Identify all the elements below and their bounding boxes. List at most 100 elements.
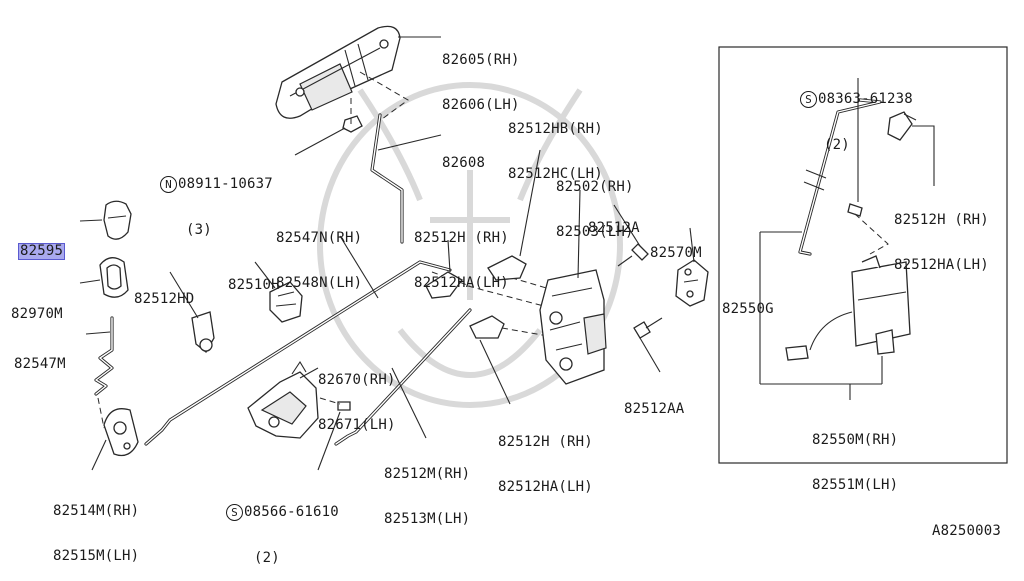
leader-82512H-mid bbox=[447, 239, 451, 273]
label-82670: 82670(RH) 82671(LH) bbox=[318, 343, 396, 448]
outside-handle bbox=[275, 25, 401, 119]
label-82514M-rh: 82514M(RH) bbox=[53, 503, 140, 519]
label-82670-rh: 82670(RH) bbox=[318, 372, 396, 388]
leader-82547M bbox=[85, 331, 111, 335]
label-08911-number: 08911-10637 bbox=[178, 176, 273, 192]
diagram-drawing bbox=[79, 25, 1008, 471]
rod-82547M bbox=[94, 316, 114, 396]
label-08911-qty: (3) bbox=[186, 222, 212, 238]
part-82670 bbox=[247, 360, 319, 439]
screw-82512A bbox=[617, 243, 649, 267]
label-82671-lh: 82671(LH) bbox=[318, 417, 396, 433]
label-82512HD: 82512HD bbox=[134, 262, 194, 322]
leader-82550G bbox=[759, 231, 802, 384]
rod-82550G bbox=[798, 98, 882, 256]
label-82608-text: 82608 bbox=[442, 155, 486, 171]
dash-screw-08566 bbox=[319, 397, 341, 405]
label-82512AA: 82512AA bbox=[624, 372, 684, 432]
label-82595[interactable]: 82595 bbox=[18, 213, 66, 275]
leader-82512AA bbox=[639, 337, 661, 373]
label-82510H: 82510H bbox=[228, 248, 280, 308]
label-82512A-text: 82512A bbox=[588, 220, 640, 236]
leader-82512A bbox=[613, 204, 641, 247]
label-82512M-rh: 82512M(RH) bbox=[384, 466, 471, 482]
figure-code: A8250003 bbox=[932, 494, 1001, 554]
part-82510H bbox=[269, 281, 303, 323]
part-82970M bbox=[99, 257, 129, 298]
watermark-emblem bbox=[317, 82, 623, 408]
kit-frame bbox=[718, 46, 1008, 464]
rod-82512M bbox=[334, 308, 472, 446]
label-82551M-lh: 82551M(LH) bbox=[812, 477, 899, 493]
clip-82512H-box bbox=[887, 111, 917, 141]
label-82547M: 82547M bbox=[14, 327, 66, 387]
rod-82608 bbox=[370, 113, 404, 244]
leader-82550M bbox=[760, 356, 883, 400]
leader-82570M bbox=[689, 227, 695, 263]
label-82550G: 82550G bbox=[722, 272, 774, 332]
leader-82547N bbox=[339, 235, 379, 299]
figure-code-text: A8250003 bbox=[932, 523, 1002, 539]
label-82548N-lh: 82548N(LH) bbox=[276, 275, 363, 291]
dash-handle-rod bbox=[359, 71, 409, 123]
leader-82970M bbox=[79, 279, 101, 284]
label-82595-selected[interactable]: 82595 bbox=[18, 243, 66, 260]
label-82512H-mid-rh: 82512H (RH) bbox=[414, 230, 509, 246]
leader-08911 bbox=[294, 127, 346, 156]
dash-82547M bbox=[97, 397, 105, 429]
label-82515M-lh: 82515M(LH) bbox=[53, 548, 140, 564]
label-08363-qty: (2) bbox=[824, 137, 850, 153]
label-82570M-text: 82570M bbox=[650, 245, 702, 261]
label-82512AA-text: 82512AA bbox=[624, 401, 685, 417]
label-82512HA-low-lh: 82512HA(LH) bbox=[498, 479, 593, 495]
part-82514M bbox=[103, 408, 139, 457]
leader-82512M bbox=[391, 367, 427, 439]
dash-lock-clips bbox=[431, 271, 575, 337]
label-82512H-mid: 82512H (RH) 82512HA(LH) bbox=[414, 201, 509, 306]
leader-82608 bbox=[377, 134, 442, 151]
label-82512H-box-rh: 82512H (RH) bbox=[894, 212, 989, 228]
leader-82595 bbox=[79, 219, 103, 222]
label-82547N-rh: 82547N(RH) bbox=[276, 230, 363, 246]
screw-08566 bbox=[337, 401, 351, 411]
leader-82512HD bbox=[169, 271, 199, 319]
label-82550M-rh: 82550M(RH) bbox=[812, 432, 899, 448]
leader-82502 bbox=[577, 189, 581, 279]
label-08363-symbol: S bbox=[800, 91, 817, 108]
leader-82512H-box bbox=[912, 125, 935, 186]
label-82514M: 82514M(RH) 82515M(LH) bbox=[53, 474, 139, 579]
label-82547M-text: 82547M bbox=[14, 356, 66, 372]
label-82512HD-text: 82512HD bbox=[134, 291, 195, 307]
label-82510H-text: 82510H bbox=[228, 277, 280, 293]
label-08363-number: 08363-61238 bbox=[818, 91, 913, 107]
label-08566-qty: (2) bbox=[254, 550, 280, 566]
leader-82514M bbox=[91, 439, 107, 471]
label-82512HB-rh: 82512HB(RH) bbox=[508, 121, 603, 137]
label-82570M: 82570M bbox=[650, 216, 702, 276]
screw-82512AA bbox=[633, 317, 663, 339]
label-82970M-text: 82970M bbox=[11, 306, 63, 322]
part-82595 bbox=[103, 200, 132, 240]
label-82550G-text: 82550G bbox=[722, 301, 774, 317]
leader-82512H-low bbox=[479, 339, 511, 405]
label-82512HC-lh: 82512HC(LH) bbox=[508, 166, 603, 182]
label-82970M: 82970M bbox=[11, 277, 63, 337]
label-82605-rh: 82605(RH) bbox=[442, 52, 520, 68]
label-82503-lh: 82503(LH) bbox=[556, 224, 634, 240]
label-82550M: 82550M(RH) 82551M(LH) bbox=[812, 403, 898, 508]
leader-82670 bbox=[299, 367, 319, 379]
label-82512HB: 82512HB(RH) 82512HC(LH) bbox=[508, 92, 603, 197]
label-82502: 82502(RH) 82503(LH) bbox=[556, 150, 634, 255]
nut-08911 bbox=[342, 115, 363, 133]
rod-82547N bbox=[144, 260, 452, 446]
label-82608: 82608 bbox=[442, 126, 485, 186]
label-82512H-low-rh: 82512H (RH) bbox=[498, 434, 593, 450]
screw-08363 bbox=[847, 203, 863, 217]
